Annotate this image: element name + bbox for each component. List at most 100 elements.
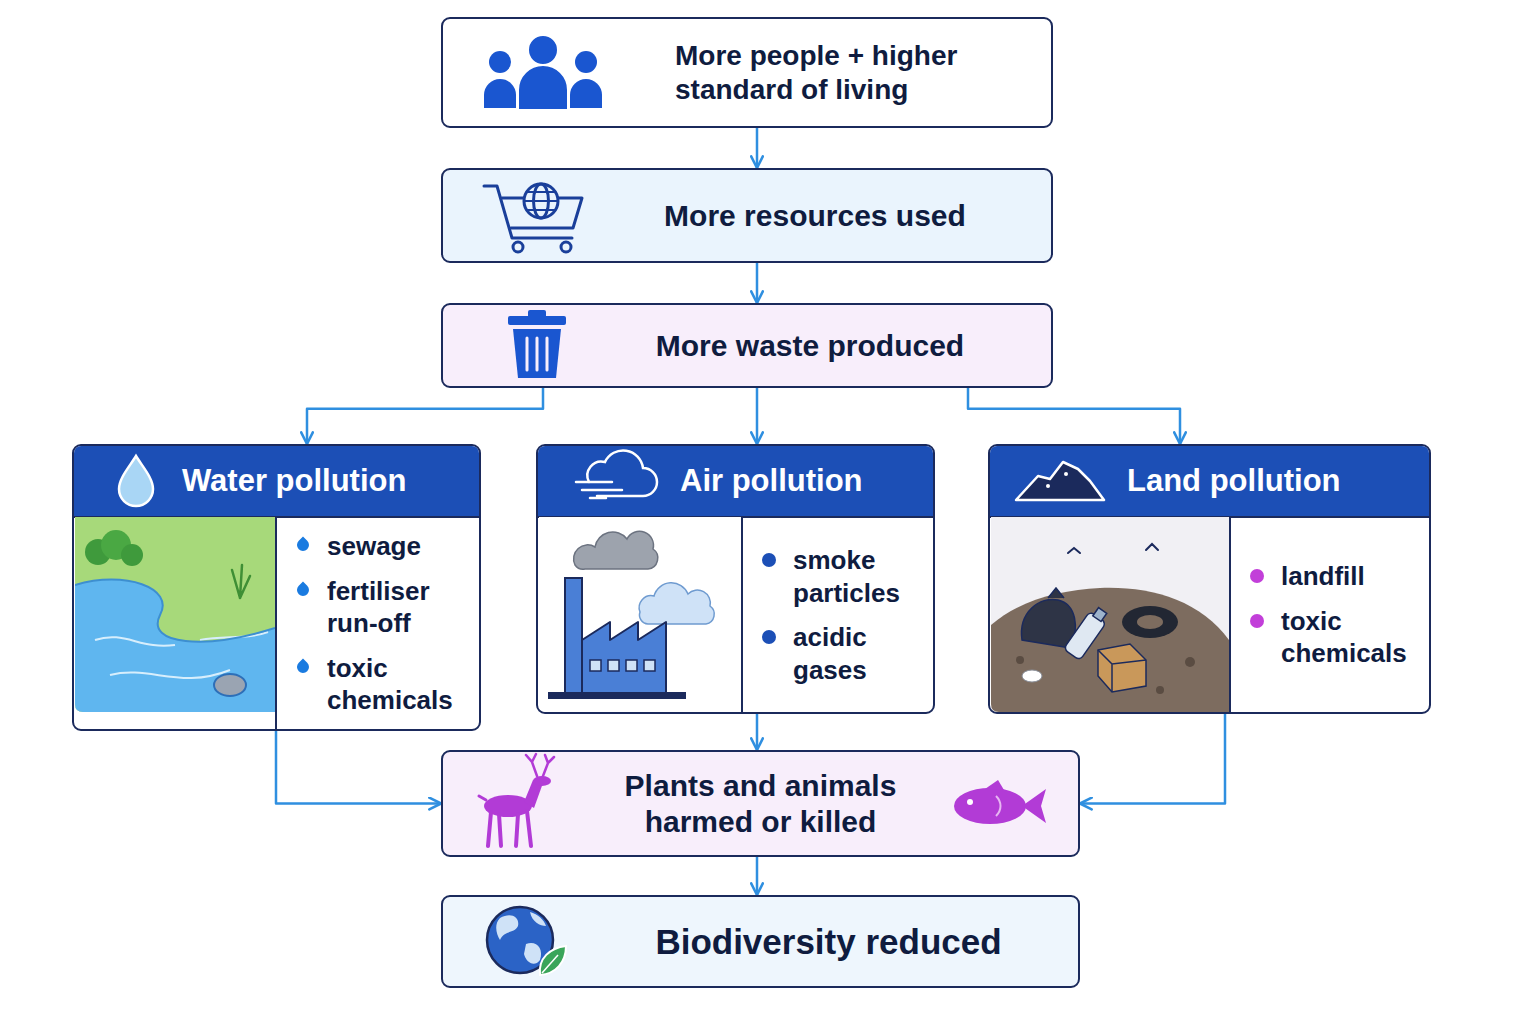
landfill-illustration: [1063, 611, 1106, 660]
globe-icon: [524, 943, 541, 964]
bin-icon: [527, 338, 547, 370]
factory-illustration: [644, 660, 655, 671]
factory-illustration: [565, 578, 582, 698]
cart-icon: [484, 186, 572, 238]
cloud-wind-icon: [587, 450, 657, 496]
river-illustration: [101, 530, 131, 560]
cart-icon: [534, 184, 549, 218]
bin-icon: [528, 310, 546, 318]
people-icon: [528, 35, 558, 65]
flow-arrow: [1080, 714, 1225, 804]
landfill-illustration: [991, 588, 1229, 712]
deer-icon: [484, 795, 532, 817]
flow-arrow: [756, 714, 759, 750]
river-illustration: [232, 565, 250, 598]
picture-frame: [990, 518, 1229, 712]
cloud-wind-icon: [576, 482, 622, 498]
globe-icon: [530, 912, 546, 926]
panel-body: smoke particlesacidic gases: [538, 518, 933, 712]
panel-heading: Air pollution: [680, 462, 863, 499]
landfill-illustration: [1098, 644, 1146, 692]
water-drop-icon: [119, 456, 153, 506]
cart-icon: [484, 184, 582, 252]
water-drop-icon: [119, 456, 153, 506]
box-label: Plants and animals harmed or killed: [573, 768, 948, 840]
process-box: More resources used: [441, 168, 1053, 263]
bin-icon: [508, 310, 566, 378]
landfill-illustration: [1137, 615, 1163, 629]
river-illustration: [121, 544, 143, 566]
landfill-illustration: [1022, 670, 1042, 682]
people-icon: [484, 35, 602, 110]
cart-icon: [524, 184, 558, 218]
flow-arrow: [756, 263, 759, 303]
landfill-illustration: [1063, 605, 1110, 661]
factory-illustration: [590, 660, 601, 671]
landfill-illustration: [1098, 650, 1146, 692]
panel-header: Water pollution: [74, 446, 479, 518]
river-illustration: [95, 632, 268, 678]
waste-heap-icon: [1016, 462, 1104, 500]
process-box: More waste produced: [441, 303, 1053, 388]
landfill-illustration: [991, 517, 1229, 712]
people-icon: [484, 79, 516, 108]
box-label: Biodiversity reduced: [655, 921, 1001, 963]
picture-frame: [538, 518, 741, 712]
deer-icon: [479, 754, 554, 846]
globe-icon: [540, 946, 566, 975]
cart-icon: [524, 192, 558, 210]
factory-illustration: [608, 660, 619, 671]
river-illustration: [75, 580, 275, 712]
bullet-item: landfill: [1281, 560, 1421, 593]
landfill-illustration: [1185, 657, 1195, 667]
river-illustration: [75, 580, 275, 642]
landfill-illustration: [1016, 656, 1024, 664]
deer-icon: [533, 776, 551, 786]
deer-icon: [488, 811, 531, 846]
bin-icon: [513, 329, 561, 378]
landfill-illustration: [1122, 606, 1178, 638]
pollution-panel: Water pollutionsewagefertiliser run-offt…: [72, 444, 481, 731]
factory-illustration: [582, 622, 666, 698]
bullet-item: toxic chemicals: [327, 652, 471, 717]
fish-icon: [996, 796, 1001, 816]
people-icon: [575, 51, 597, 73]
picture-frame: [74, 518, 275, 729]
landfill-illustration: [1068, 544, 1158, 553]
pollution-panel: Air pollution smoke particlesacidic gases: [536, 444, 935, 714]
globe-icon: [487, 907, 566, 975]
panel-heading: Land pollution: [1127, 462, 1341, 499]
deer-icon: [524, 780, 543, 808]
fish-icon: [954, 780, 1046, 824]
river-illustration: [75, 517, 275, 712]
deer-icon: [526, 754, 554, 776]
fish-icon: [1022, 789, 1046, 823]
cart-icon: [561, 242, 571, 252]
box-label: More waste produced: [656, 328, 964, 364]
bullet-item: toxic chemicals: [1281, 605, 1421, 670]
bullet-list: smoke particlesacidic gases: [741, 518, 933, 712]
river-illustration: [85, 539, 111, 565]
bullet-list: landfill toxic chemicals: [1229, 518, 1429, 712]
bullet-list: sewagefertiliser run-offtoxic chemicals: [275, 518, 479, 729]
river-illustration: [75, 517, 275, 712]
landfill-illustration: [1156, 686, 1164, 694]
pollution-panel: Land pollution landfill toxic chemicals: [988, 444, 1431, 714]
factory-illustration: [539, 517, 741, 712]
fish-icon: [985, 780, 1004, 790]
bullet-item: smoke particles: [793, 544, 925, 609]
factory-illustration: [626, 660, 637, 671]
flow-arrow: [756, 388, 759, 444]
panel-body: sewagefertiliser run-offtoxic chemicals: [74, 518, 479, 729]
globe-icon: [487, 907, 553, 973]
people-icon: [489, 51, 511, 73]
people-icon: [570, 79, 602, 108]
flow-arrow: [756, 857, 759, 895]
landfill-illustration: [991, 517, 1229, 712]
river-illustration: [214, 674, 246, 696]
flow-arrow: [276, 731, 441, 804]
people-icon: [518, 65, 568, 110]
